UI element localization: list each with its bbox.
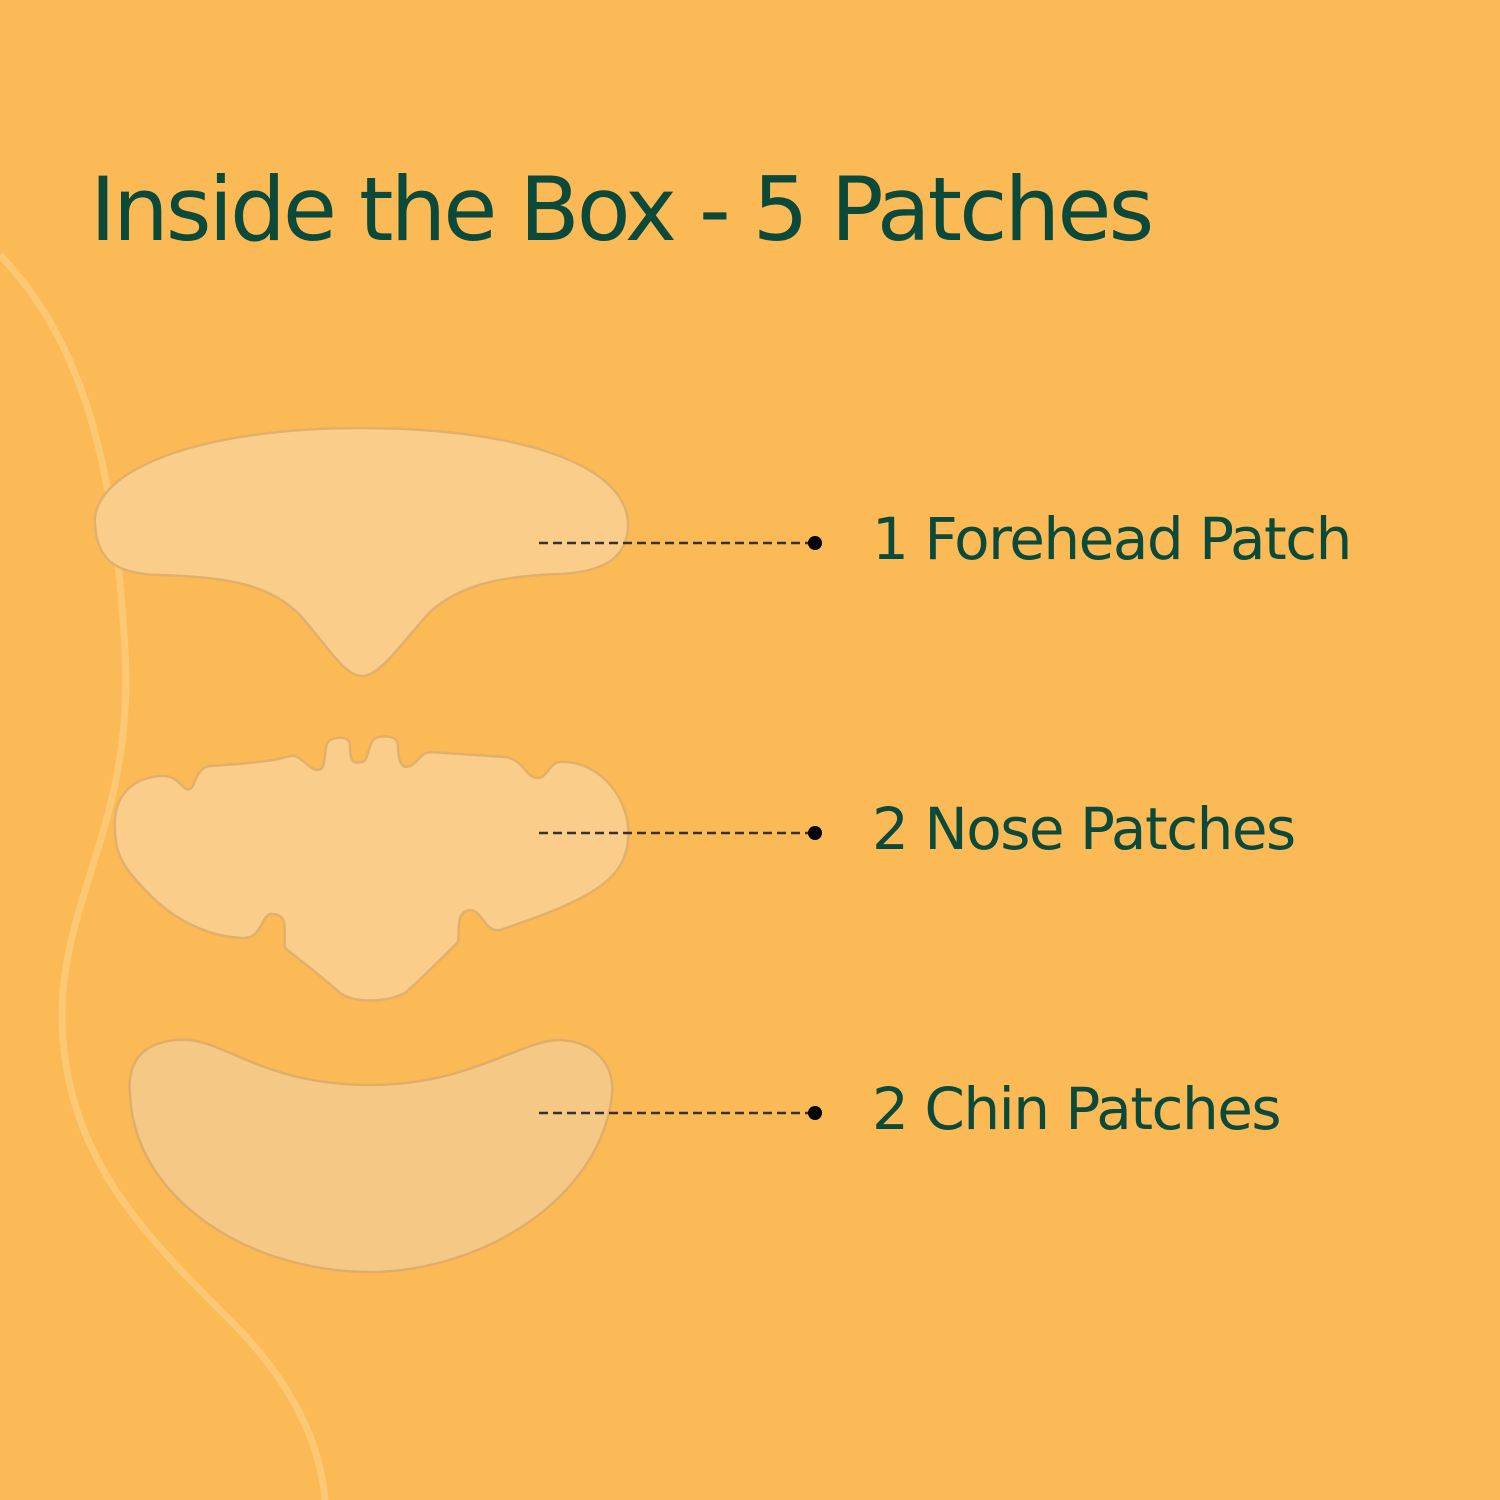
leader-lines [539,541,812,1115]
forehead-patch-icon [93,426,630,678]
decorative-curve [0,252,329,1500]
page-title: Inside the Box - 5 Patches [90,158,1154,261]
nose-patch-label: 2 Nose Patches [872,795,1296,863]
leader-dots [808,536,822,1120]
chin-patch-icon [128,1038,614,1274]
chin-patch-label: 2 Chin Patches [872,1075,1282,1143]
nose-patch-icon [113,735,630,1002]
forehead-patch-label: 1 Forehead Patch [872,505,1352,573]
